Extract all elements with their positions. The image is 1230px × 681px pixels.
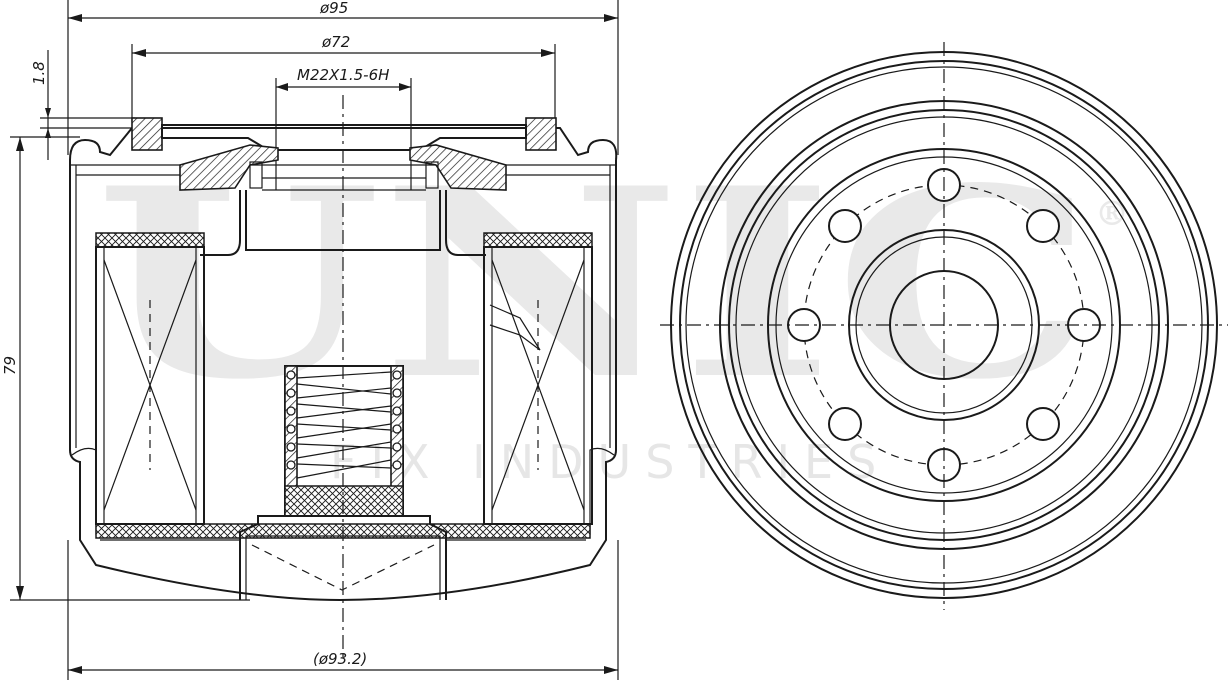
dimension-gasket-diameter: ø72 — [131, 33, 556, 122]
inlet-holes — [787, 168, 1101, 482]
dim-gasket-diameter-label: ø72 — [321, 33, 350, 51]
housing-shell — [69, 127, 618, 602]
element-top-cap-right — [483, 232, 593, 248]
dim-thread-label: M22X1.5-6H — [297, 66, 389, 84]
dim-gasket-offset-label: 1.8 — [30, 61, 48, 85]
watermark-tagline: FIX INDUSTRIES — [330, 435, 890, 489]
gasket-left — [131, 117, 163, 151]
dimension-height: 79 — [1, 136, 250, 601]
dim-base-diameter-label: (ø93.2) — [313, 650, 367, 668]
dim-outer-diameter-label: ø95 — [319, 0, 348, 17]
filter-media-right — [483, 246, 593, 525]
end-view — [660, 42, 1228, 610]
gasket-right — [525, 117, 557, 151]
element-top-cap-left — [95, 232, 205, 248]
spring-seat — [284, 485, 404, 517]
watermark-registered: ® — [1095, 194, 1129, 234]
dimension-base-diameter: (ø93.2) — [67, 540, 619, 680]
section-view: ø95 ø72 M22X1.5-6H 1.8 — [1, 0, 619, 680]
bypass-spring — [284, 365, 404, 517]
filter-media-left — [95, 246, 205, 525]
base-plate — [161, 124, 527, 191]
dimension-gasket-offset: 1.8 — [30, 50, 135, 160]
dimension-outer-diameter: ø95 — [67, 0, 619, 155]
inner-core — [203, 247, 485, 524]
dimension-thread: M22X1.5-6H — [275, 66, 412, 190]
dim-height-label: 79 — [1, 356, 19, 375]
